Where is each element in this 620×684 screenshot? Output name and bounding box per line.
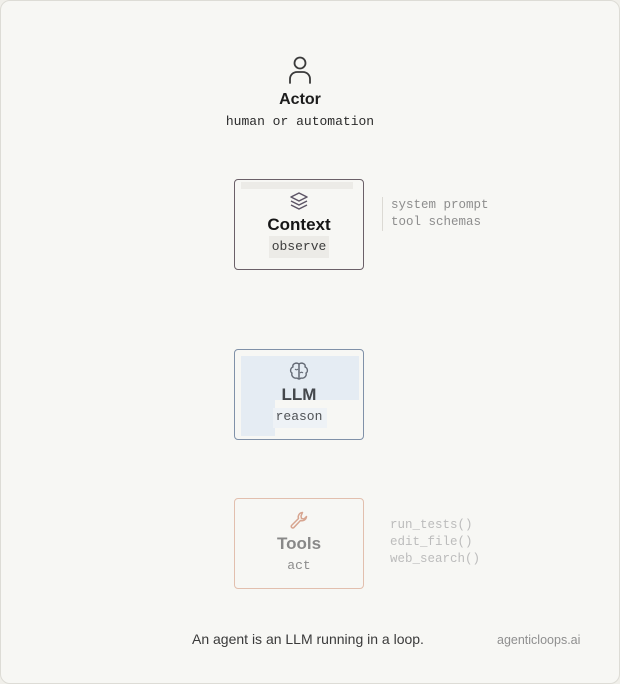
tools-side-list: run_tests() edit_file() web_search() — [390, 517, 480, 568]
tools-side-item: edit_file() — [390, 535, 473, 549]
context-title: Context — [267, 215, 331, 234]
tools-node: Tools act — [234, 498, 364, 589]
tools-side-item: run_tests() — [390, 518, 473, 532]
actor-block: Actor human or automation — [0, 54, 600, 130]
layers-icon — [290, 192, 308, 210]
brain-icon — [289, 362, 309, 380]
llm-title: LLM — [281, 385, 317, 404]
context-node: Context observe — [234, 179, 364, 270]
context-side-list: system prompt tool schemas — [382, 197, 489, 231]
context-verb: observe — [271, 239, 327, 254]
context-verb-highlight — [269, 236, 329, 258]
llm-verb-highlight — [273, 408, 327, 428]
wrench-icon — [290, 511, 308, 529]
context-side-item: system prompt — [391, 198, 489, 212]
actor-subtitle: human or automation — [225, 114, 375, 129]
llm-highlight-lower — [241, 400, 275, 436]
footer-caption: An agent is an LLM running in a loop. — [192, 631, 424, 647]
tools-title: Tools — [276, 534, 322, 553]
context-side-item: tool schemas — [391, 215, 482, 229]
tools-verb: act — [287, 558, 311, 573]
tools-side-item: web_search() — [390, 552, 481, 566]
context-highlight — [241, 182, 353, 189]
brand-label: agenticloops.ai — [497, 633, 581, 647]
llm-verb: reason — [275, 409, 323, 424]
person-icon — [289, 56, 311, 84]
llm-node: LLM reason — [234, 349, 364, 440]
actor-title: Actor — [279, 91, 321, 108]
